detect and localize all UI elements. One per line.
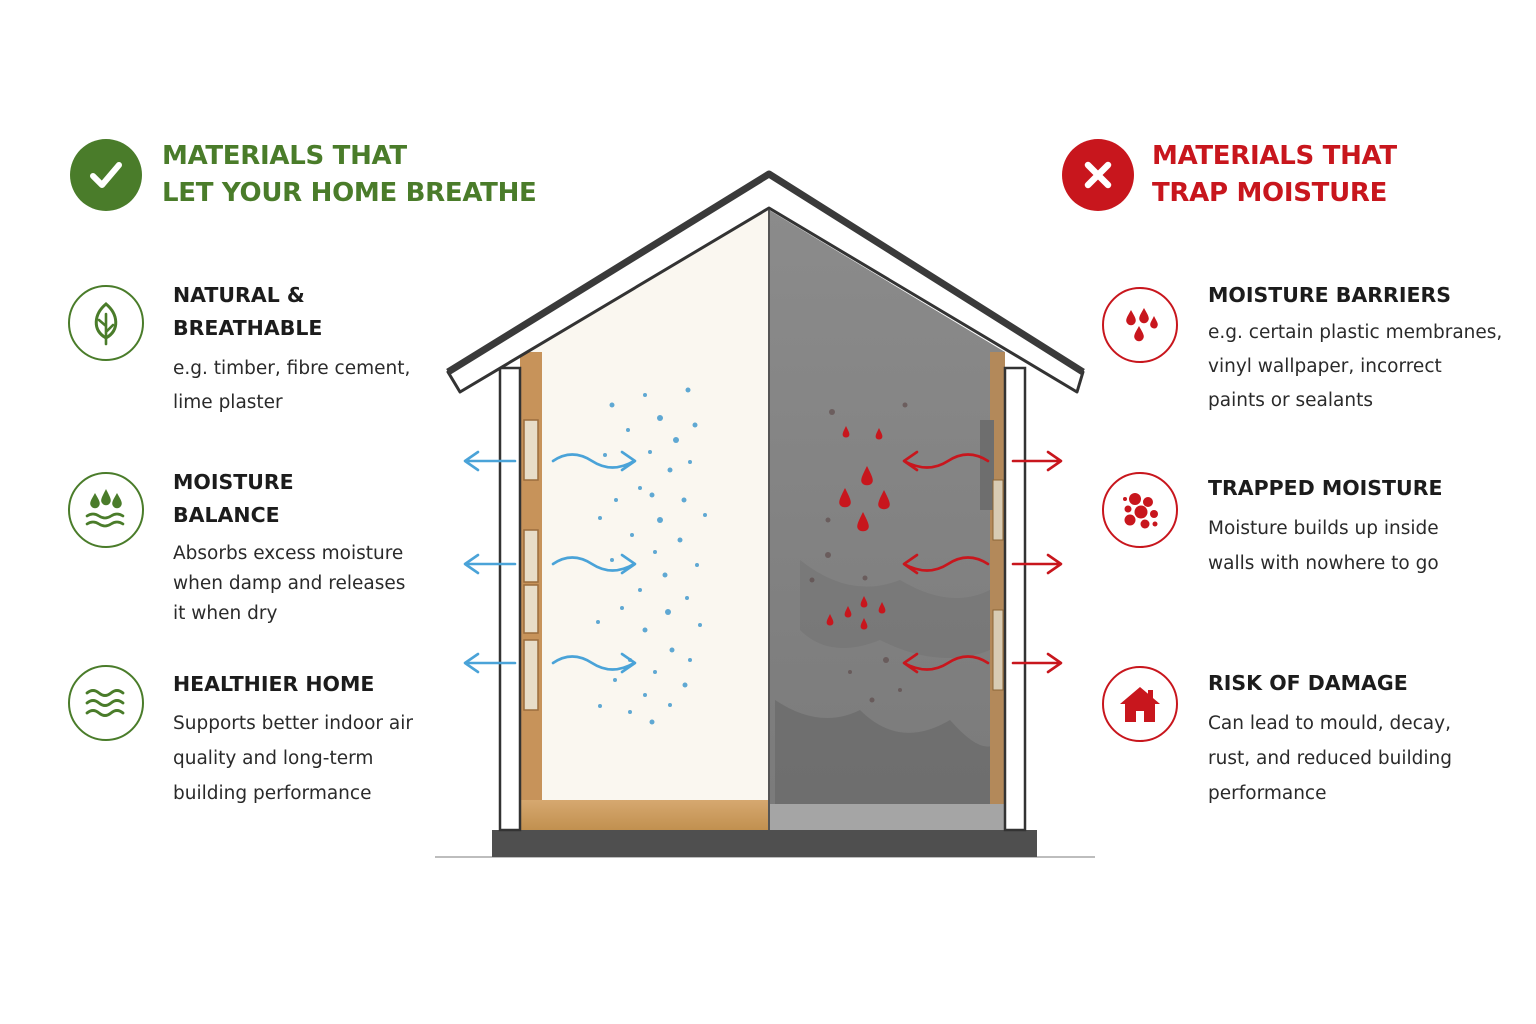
left-item-3-title: HEALTHIER HOME <box>173 672 375 696</box>
right-item-2-body: Moisture builds up inside walls with now… <box>1208 518 1439 574</box>
right-header-title-line1: MATERIALS THAT <box>1152 141 1397 171</box>
mould-stain <box>775 700 1000 812</box>
house-damage-icon <box>1102 666 1178 742</box>
concrete-floor <box>769 804 1005 830</box>
left-item-2-title: MOISTURE BALANCE <box>173 470 294 527</box>
outer-wall-left <box>498 366 522 832</box>
right-item-3-body: Can lead to mould, decay, rust, and redu… <box>1208 713 1452 804</box>
breathable-interior <box>520 210 769 830</box>
check-icon <box>70 139 142 211</box>
red-drops-icon <box>1102 287 1178 363</box>
left-item-3-body: Supports better indoor air quality and l… <box>173 713 413 804</box>
leaf-icon <box>68 285 144 361</box>
air-waves-icon <box>68 665 144 741</box>
wood-floor <box>520 800 769 830</box>
damp-interior <box>769 210 1005 830</box>
breathing-arrows <box>463 450 637 674</box>
timber-wall-right <box>990 352 1005 804</box>
left-item-1-body: e.g. timber, fibre cement, lime plaster <box>173 358 411 413</box>
right-header-title: MATERIALS THAT TRAP MOISTURE <box>1152 138 1397 212</box>
left-item-1-title: NATURAL & BREATHABLE <box>173 283 323 340</box>
left-header-title-line1: MATERIALS THAT <box>162 141 407 171</box>
cross-icon <box>1062 139 1134 211</box>
right-header-title-line2: TRAP MOISTURE <box>1152 178 1388 208</box>
right-item-3-title: RISK OF DAMAGE <box>1208 671 1408 695</box>
mould-spots-icon <box>1102 472 1178 548</box>
mould-stain-mid <box>800 560 990 658</box>
right-header: MATERIALS THAT TRAP MOISTURE <box>1062 138 1397 212</box>
vapour-particles <box>596 387 707 725</box>
trapping-arrows <box>902 450 1063 674</box>
foundation-slab <box>492 830 1037 857</box>
right-item-1-body: e.g. certain plastic membranes, vinyl wa… <box>1208 322 1503 411</box>
left-header-title-line2: LET YOUR HOME BREATHE <box>162 178 537 208</box>
left-header: MATERIALS THAT LET YOUR HOME BREATHE <box>70 138 537 212</box>
outer-wall-right <box>1003 366 1027 832</box>
trapped-moisture-drops <box>826 426 890 630</box>
right-item-2-title: TRAPPED MOISTURE <box>1208 476 1443 500</box>
right-item-1-title: MOISTURE BARRIERS <box>1208 283 1452 307</box>
left-header-title: MATERIALS THAT LET YOUR HOME BREATHE <box>162 138 537 212</box>
water-drops-waves-icon <box>68 472 144 548</box>
left-item-2-body: Absorbs excess moisture when damp and re… <box>173 543 406 624</box>
